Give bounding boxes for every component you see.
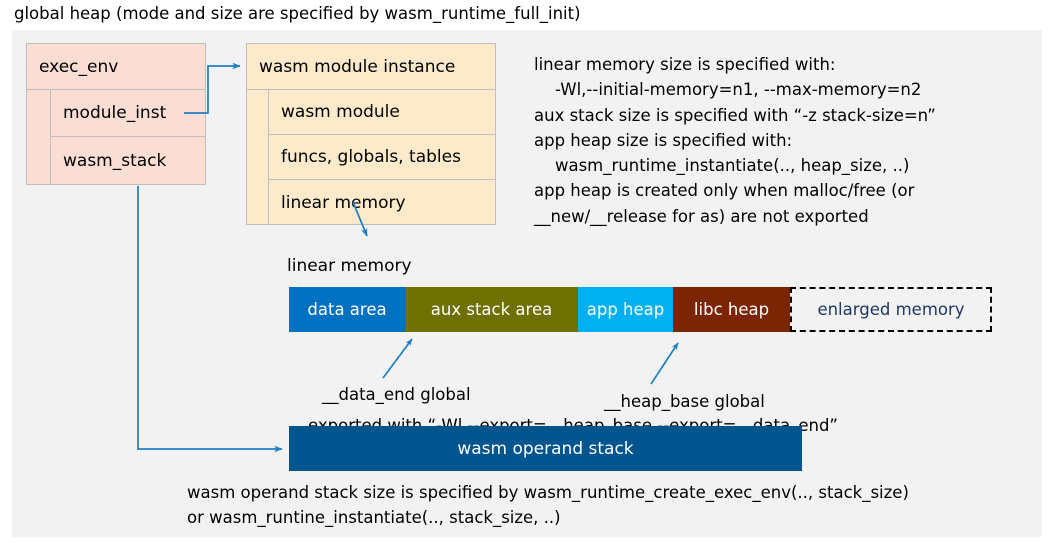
linear-memory-label: linear memory [287, 256, 412, 276]
arrow-data-end [382, 338, 413, 379]
module-instance-rows: wasm module funcs, globals, tables linea… [269, 90, 495, 225]
exec-env-row-module-inst: module_inst [51, 90, 205, 137]
module-instance-gutter [247, 90, 269, 225]
wasm-operand-stack-bar: wasm operand stack [289, 426, 802, 471]
module-instance-body: wasm module funcs, globals, tables linea… [247, 90, 495, 225]
exec-env-box: exec_env module_inst wasm_stack [26, 43, 206, 185]
exec-env-body: module_inst wasm_stack [27, 90, 205, 185]
linear-memory-notes: linear memory size is specified with: -W… [534, 55, 936, 226]
exec-env-row-wasm-stack: wasm_stack [63, 150, 167, 171]
arrow-wasm-stack-to-operand-stack [137, 186, 283, 453]
arrow-heap-base [650, 342, 679, 385]
memory-segment-data-area: data area [289, 287, 405, 332]
wasm-module-instance-box: wasm module instance wasm module funcs, … [246, 43, 496, 225]
page-title: global heap (mode and size are specified… [14, 4, 581, 23]
exec-env-header: exec_env [27, 44, 205, 90]
memory-segment-enlarged-memory: enlarged memory [790, 287, 992, 332]
memory-segment-app-heap: app heap [578, 287, 673, 332]
memory-segment-aux-stack-area: aux stack area [405, 287, 578, 332]
module-instance-row-wasm-module: wasm module [269, 90, 495, 135]
module-instance-row-funcs-globals-tables: funcs, globals, tables [269, 135, 495, 180]
exec-env-rows: module_inst wasm_stack [51, 90, 205, 185]
memory-segment-libc-heap: libc heap [673, 287, 790, 332]
annotation-heap-base: __heap_base global [604, 392, 765, 411]
wasm-operand-stack-label: wasm operand stack [457, 438, 634, 459]
module-instance-row-linear-memory: linear memory [281, 192, 406, 213]
annotation-data-end: __data_end global [322, 385, 471, 404]
operand-stack-footnote: wasm operand stack size is specified by … [187, 483, 909, 527]
exec-env-gutter [27, 90, 51, 185]
diagram-panel: exec_env module_inst wasm_stack wasm mod… [12, 30, 1042, 537]
module-instance-header: wasm module instance [247, 44, 495, 90]
